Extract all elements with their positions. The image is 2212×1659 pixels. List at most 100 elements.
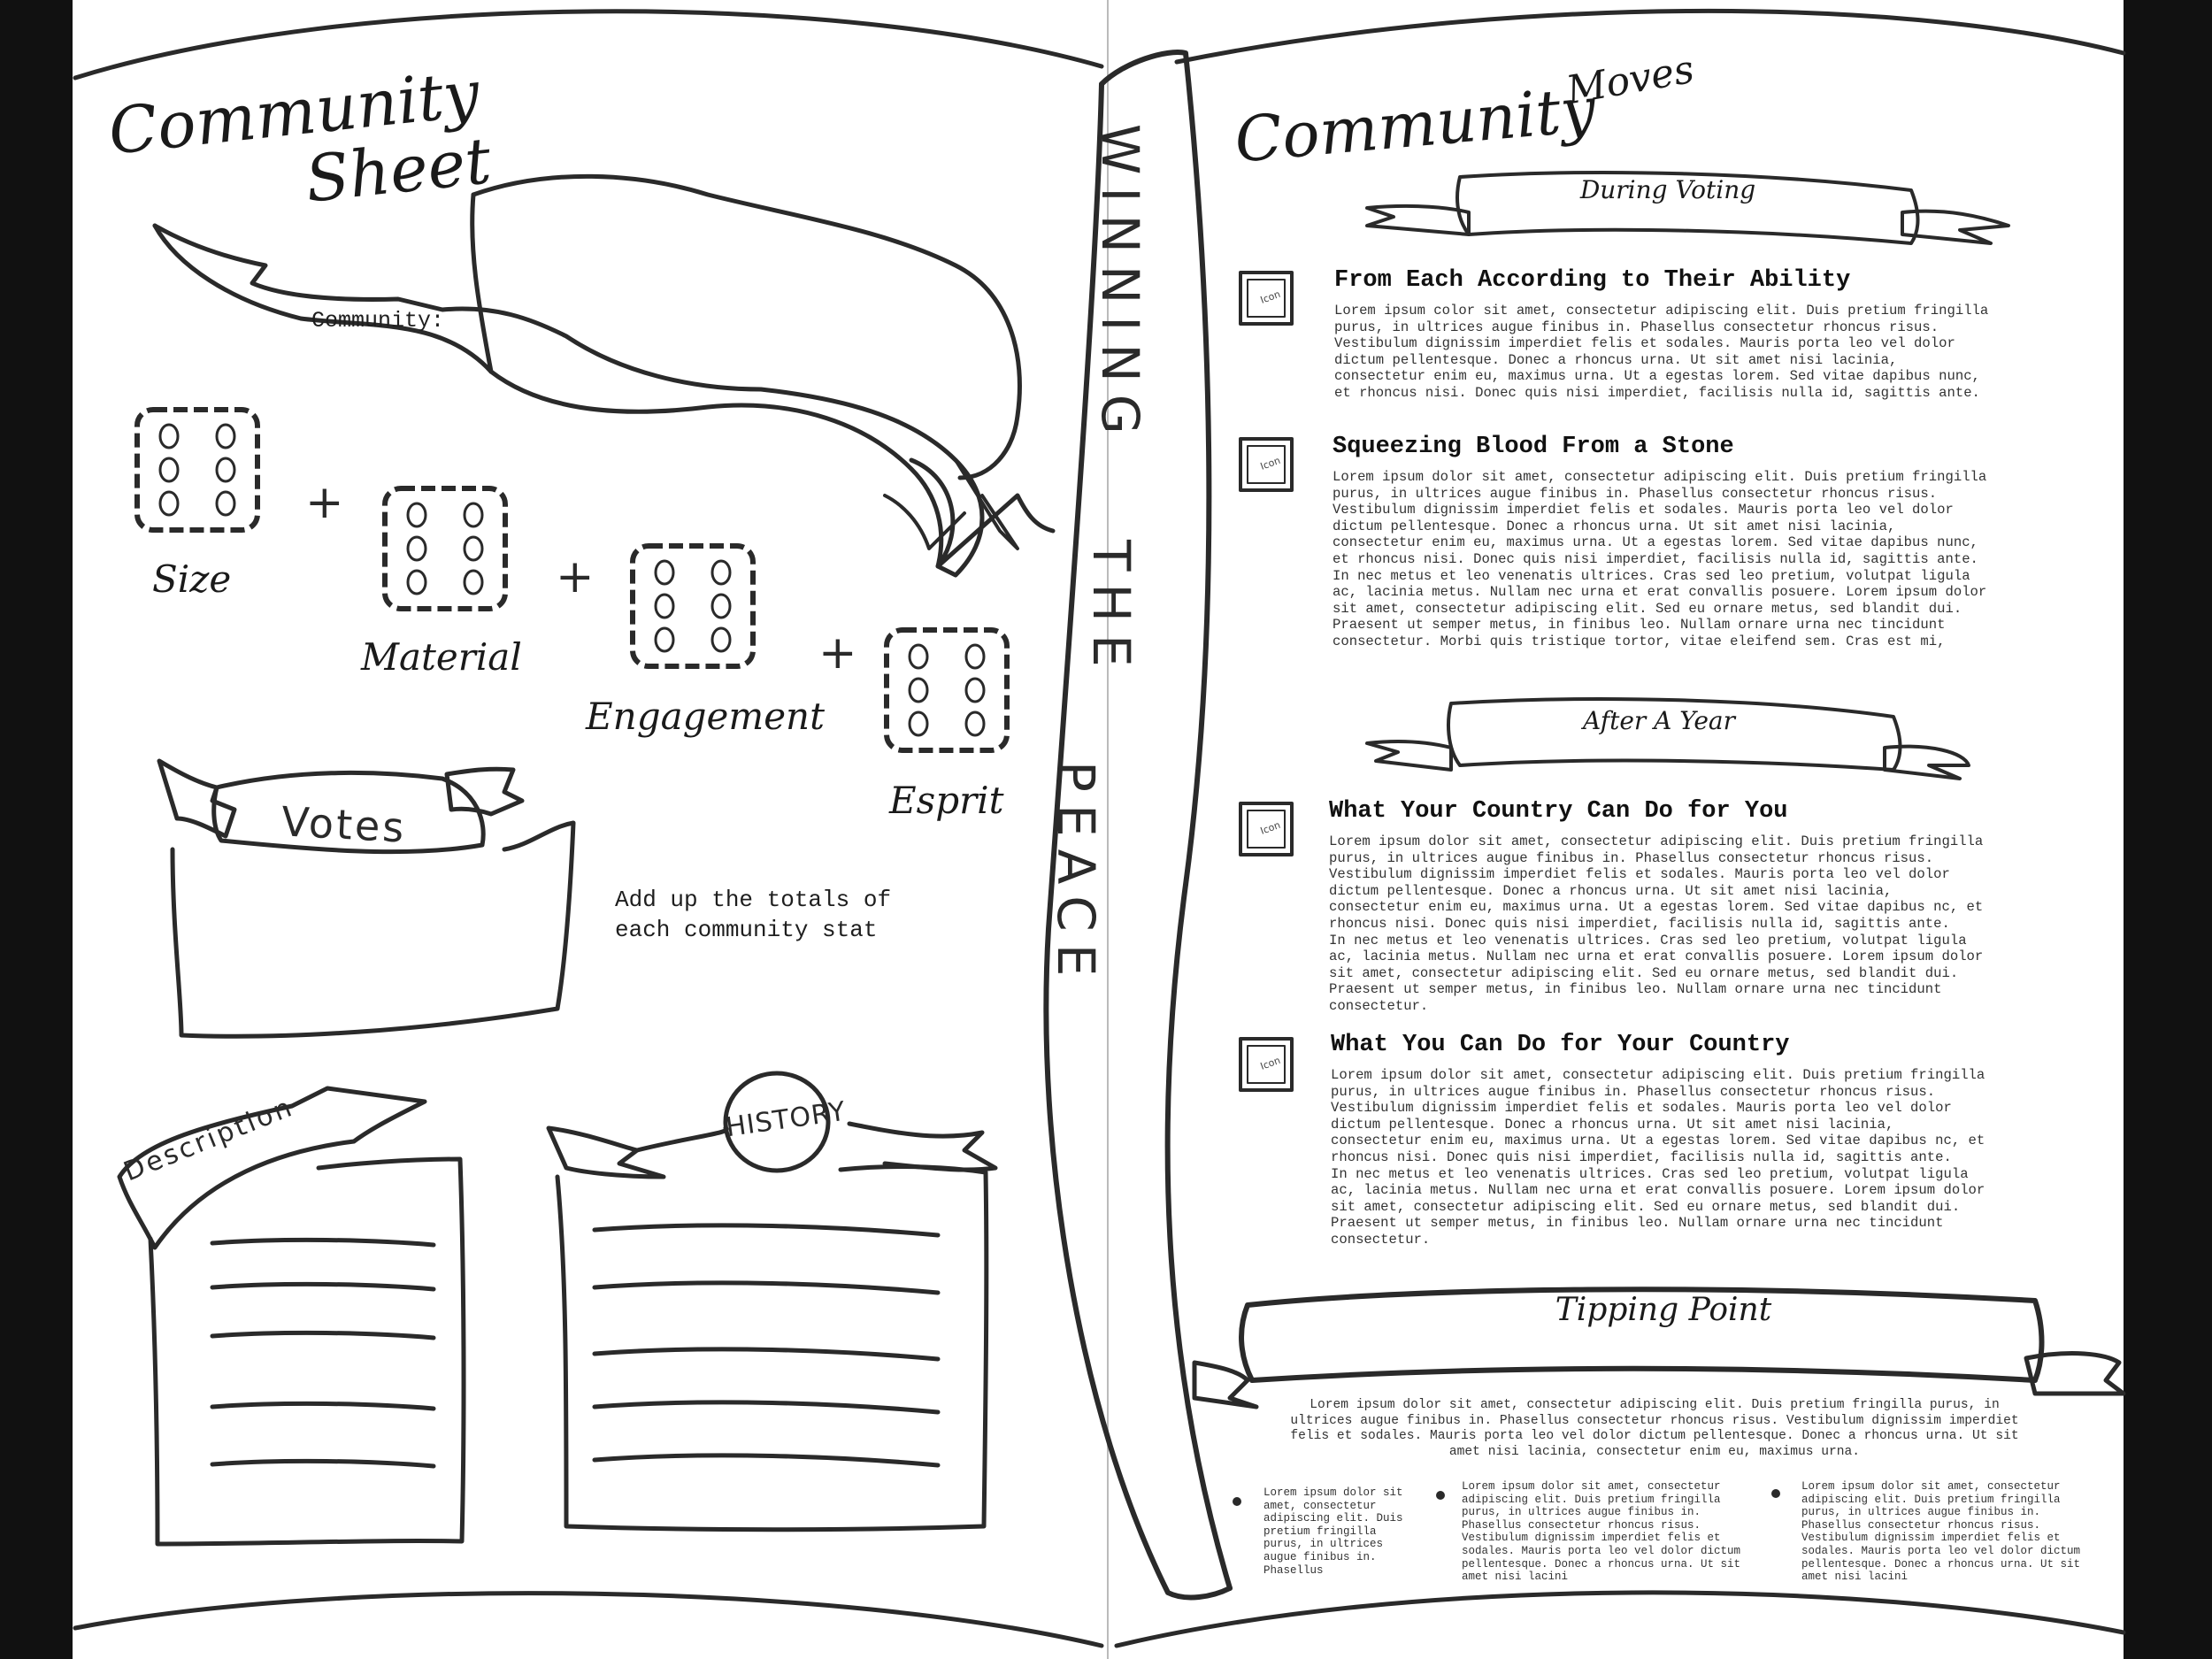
- votes-hint: Add up the totals of each community stat: [615, 885, 891, 945]
- description-rule-line: [210, 1281, 436, 1292]
- die-pip: [406, 535, 427, 562]
- die-pip: [158, 490, 180, 517]
- bullet-dot-2: [1436, 1491, 1445, 1500]
- die-pip: [215, 457, 236, 483]
- votes-frame: [157, 758, 576, 1039]
- spine-word-the: THE: [1081, 540, 1141, 680]
- stat-label-esprit: Esprit: [889, 779, 1004, 822]
- tipping-bullet-1: Lorem ipsum dolor sit amet, consectetur …: [1263, 1486, 1403, 1577]
- die-pip: [158, 423, 180, 449]
- die-pip: [406, 569, 427, 595]
- die-pip: [654, 593, 675, 619]
- stat-label-material: Material: [361, 635, 522, 679]
- die-pip: [964, 643, 986, 670]
- description-field[interactable]: [168, 1221, 451, 1531]
- move-title-2: Squeezing Blood From a Stone: [1333, 434, 1734, 460]
- spine-word-winning: WINNING: [1090, 124, 1150, 447]
- plus-sign-1: +: [305, 476, 347, 529]
- checkbox-group: [1239, 271, 1294, 1092]
- stat-die-esprit[interactable]: [884, 627, 1010, 753]
- history-field[interactable]: [584, 1190, 964, 1509]
- die-pip: [406, 502, 427, 528]
- votes-hint-line2: each community stat: [615, 917, 878, 943]
- die-pip: [654, 559, 675, 586]
- die-pip: [964, 710, 986, 737]
- move-checkbox-4[interactable]: Icon: [1240, 1039, 1294, 1092]
- votes-hint-line1: Add up the totals of: [615, 887, 892, 913]
- die-pip: [463, 535, 484, 562]
- die-pip: [463, 502, 484, 528]
- move-title-3: What Your Country Can Do for You: [1329, 798, 1788, 825]
- move-checkbox-1[interactable]: Icon: [1240, 273, 1294, 326]
- description-rule-line: [210, 1237, 436, 1248]
- tipping-bullet-3: Lorem ipsum dolor sit amet, consectetur …: [1801, 1480, 2081, 1584]
- stat-label-size: Size: [152, 557, 232, 601]
- tipping-bullet-2: Lorem ipsum dolor sit amet, consectetur …: [1462, 1480, 1741, 1584]
- move-title-4: What You Can Do for Your Country: [1331, 1032, 1790, 1058]
- checkbox-inner-1: [1247, 279, 1286, 318]
- tipping-point-banner: [1192, 1286, 2126, 1409]
- stat-die-size[interactable]: [134, 407, 260, 533]
- die-pip: [908, 710, 929, 737]
- die-pip: [158, 457, 180, 483]
- plus-sign-3: +: [818, 626, 860, 680]
- checkbox-inner-4: [1247, 1045, 1286, 1084]
- dice-group: [134, 407, 1010, 753]
- plus-sign-2: +: [556, 550, 597, 603]
- stat-label-engagement: Engagement: [586, 695, 825, 738]
- die-pip: [710, 559, 732, 586]
- checkbox-square-2: [1239, 437, 1294, 492]
- stat-die-material[interactable]: [382, 486, 508, 611]
- section-heading-during-voting: During Voting: [1579, 175, 1756, 204]
- bullet-dot-3: [1771, 1489, 1780, 1498]
- die-pip: [908, 677, 929, 703]
- spine-word-peace: PEACE: [1046, 761, 1106, 989]
- die-pip: [215, 490, 236, 517]
- description-rule-line: [210, 1330, 436, 1340]
- after-a-year-banner: [1365, 697, 1970, 780]
- die-pip: [654, 626, 675, 653]
- move-text-2: Lorem ipsum dolor sit amet, consectetur …: [1333, 469, 1987, 649]
- description-rule-line: [210, 1458, 436, 1469]
- die-pip: [463, 569, 484, 595]
- checkbox-inner-3: [1247, 810, 1286, 849]
- checkbox-square-3: [1239, 802, 1294, 856]
- section-heading-after-a-year: After A Year: [1582, 706, 1736, 735]
- move-text-3: Lorem ipsum dolor sit amet, consectetur …: [1329, 833, 1984, 1014]
- history-rule-line: [592, 1223, 941, 1238]
- votes-field[interactable]: [186, 863, 557, 1022]
- move-text-4: Lorem ipsum dolor sit amet, consectetur …: [1331, 1067, 1985, 1248]
- die-pip: [710, 626, 732, 653]
- bullet-dot-1: [1233, 1497, 1241, 1506]
- description-rule-line: [210, 1401, 436, 1411]
- die-pip: [908, 643, 929, 670]
- move-checkbox-3[interactable]: Icon: [1240, 803, 1294, 856]
- history-rule-line: [592, 1280, 941, 1295]
- move-title-1: From Each According to Their Ability: [1334, 267, 1851, 294]
- spine-banner: [1043, 50, 1233, 1601]
- book-outline: [73, 0, 2126, 1659]
- checkbox-square-4: [1239, 1037, 1294, 1092]
- move-text-1: Lorem ipsum color sit amet, consectetur …: [1334, 303, 1989, 401]
- stat-die-engagement[interactable]: [630, 543, 756, 669]
- votes-label: Votes: [280, 797, 408, 852]
- checkbox-square-1: [1239, 271, 1294, 326]
- description-frame: [117, 1086, 466, 1547]
- community-label: Community:: [311, 308, 445, 334]
- history-rule-line: [592, 1400, 941, 1415]
- die-pip: [964, 677, 986, 703]
- tipping-point-text: Lorem ipsum dolor sit amet, consectetur …: [1290, 1398, 2019, 1459]
- die-pip: [215, 423, 236, 449]
- history-rule-line: [592, 1453, 941, 1468]
- history-rule-line: [592, 1347, 941, 1362]
- community-banner: [152, 173, 1056, 578]
- during-voting-banner: [1365, 171, 2010, 245]
- move-checkbox-2[interactable]: Icon: [1240, 439, 1294, 492]
- die-pip: [710, 593, 732, 619]
- community-name-field[interactable]: [469, 301, 841, 338]
- section-heading-tipping-point: Tipping Point: [1555, 1292, 1772, 1328]
- history-frame: [546, 1071, 998, 1532]
- checkbox-inner-2: [1247, 445, 1286, 484]
